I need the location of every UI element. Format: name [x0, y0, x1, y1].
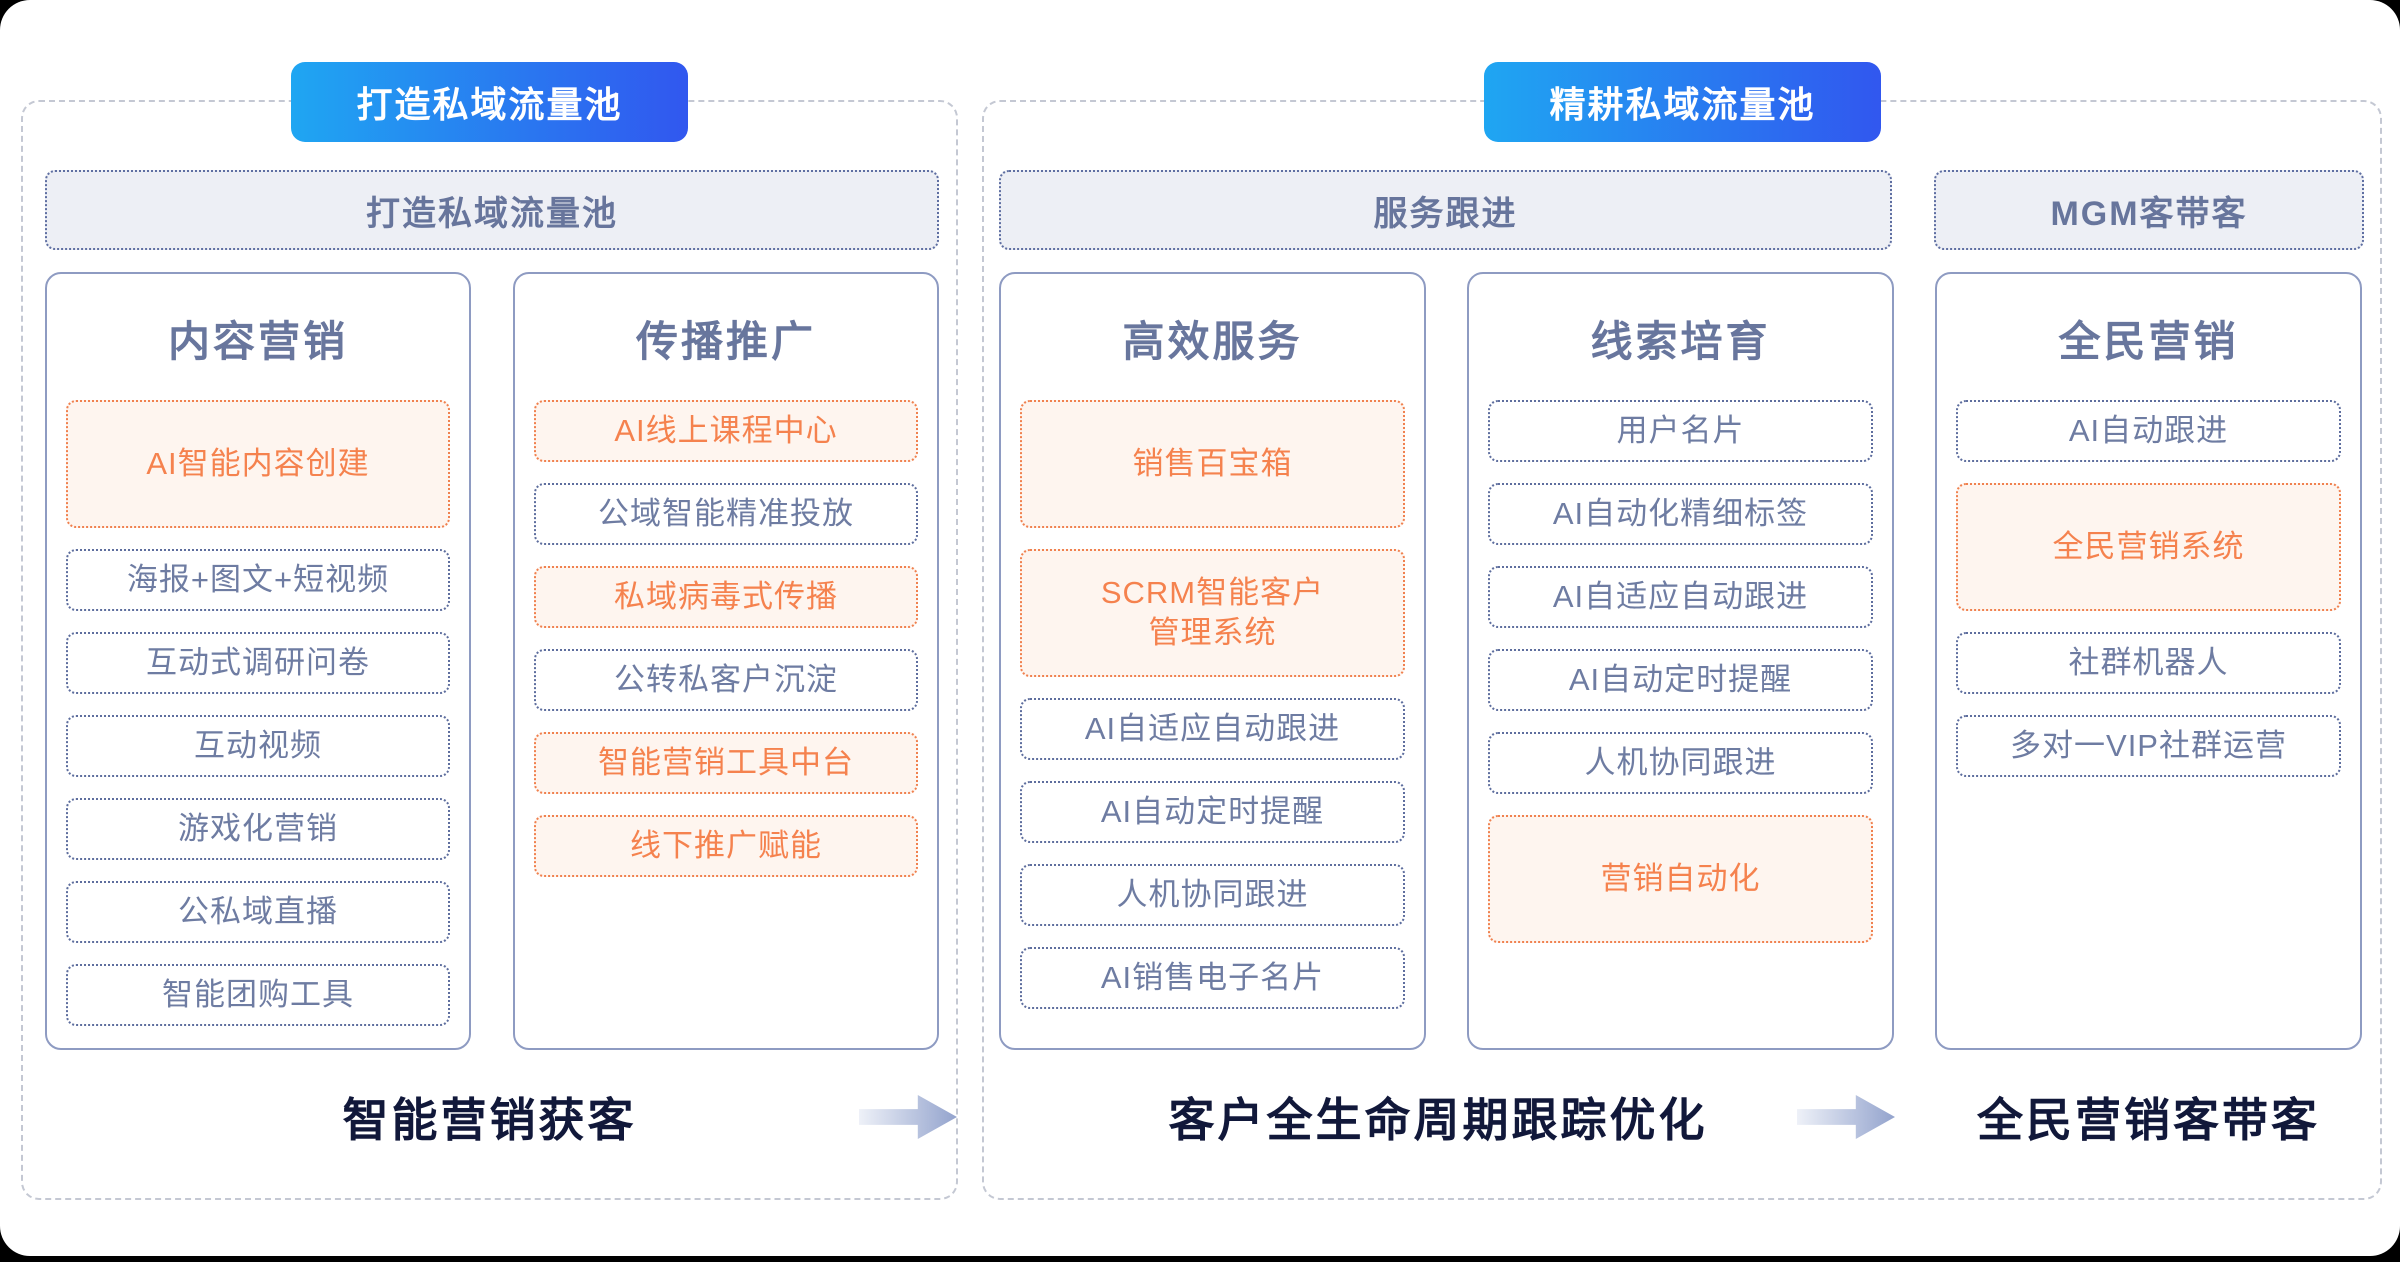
left-badge: 打造私域流量池	[291, 62, 688, 142]
item-list: AI线上课程中心公域智能精准投放私域病毒式传播公转私客户沉淀智能营销工具中台线下…	[534, 400, 918, 877]
column-线索培育: 线索培育用户名片 AI自动化精细标签 AI自适应自动跟进 AI自动定时提醒人机协同跟进…	[1467, 272, 1894, 1050]
column-title: 线索培育	[1590, 318, 1771, 365]
item-SCRM智能客户管理系统: SCRM智能客户管理系统	[1020, 549, 1405, 677]
item-营销自动化: 营销自动化	[1488, 815, 1873, 943]
item-AI自动定时提醒: AI自动定时提醒	[1488, 649, 1873, 711]
item-互动式调研问卷: 互动式调研问卷	[66, 632, 450, 694]
caption-smart-marketing: 智能营销获客	[342, 1094, 637, 1146]
item-AI智能内容创建: AI智能内容创建	[66, 400, 450, 528]
item-智能营销工具中台: 智能营销工具中台	[534, 732, 918, 794]
column-高效服务: 高效服务销售百宝箱 SCRM智能客户管理系统 AI自适应自动跟进 AI自动定时提醒人机…	[999, 272, 1426, 1050]
item-线下推广赋能: 线下推广赋能	[534, 815, 918, 877]
mgm-bar: MGM客带客	[1934, 170, 2364, 250]
item-公私域直播: 公私域直播	[66, 881, 450, 943]
item-私域病毒式传播: 私域病毒式传播	[534, 566, 918, 628]
service-followup-bar: 服务跟进	[999, 170, 1892, 250]
item-海报+图文+短视频: 海报+图文+短视频	[66, 549, 450, 611]
left-header-bar: 打造私域流量池	[45, 170, 939, 250]
item-list: 销售百宝箱 SCRM智能客户管理系统 AI自适应自动跟进 AI自动定时提醒人机协同跟进…	[1020, 400, 1405, 1009]
item-全民营销系统: 全民营销系统	[1956, 483, 2341, 611]
caption-lifecycle-tracking: 客户全生命周期跟踪优化	[1168, 1094, 1708, 1146]
item-list: 用户名片 AI自动化精细标签 AI自适应自动跟进 AI自动定时提醒人机协同跟进营销自动…	[1488, 400, 1873, 943]
item-人机协同跟进: 人机协同跟进	[1488, 732, 1873, 794]
item-AI自适应自动跟进: AI自适应自动跟进	[1488, 566, 1873, 628]
right-panel-cultivate-private-pool: 精耕私域流量池 服务跟进 MGM客带客 高效服务销售百宝箱 SCRM智能客户管理系…	[982, 62, 2382, 1200]
right-badge: 精耕私域流量池	[1484, 62, 1881, 142]
column-传播推广: 传播推广 AI线上课程中心公域智能精准投放私域病毒式传播公转私客户沉淀智能营销工具…	[513, 272, 939, 1050]
column-title: 全民营销	[2058, 318, 2239, 365]
item-AI自动化精细标签: AI自动化精细标签	[1488, 483, 1873, 545]
caption-referral-marketing: 全民营销客带客	[1977, 1094, 2320, 1146]
item-公域智能精准投放: 公域智能精准投放	[534, 483, 918, 545]
left-columns: 内容营销 AI智能内容创建海报+图文+短视频互动式调研问卷互动视频游戏化营销公私域…	[45, 272, 939, 1050]
item-公转私客户沉淀: 公转私客户沉淀	[534, 649, 918, 711]
item-list: AI自动跟进全民营销系统社群机器人多对一VIP社群运营	[1956, 400, 2341, 777]
item-AI销售电子名片: AI销售电子名片	[1020, 947, 1405, 1009]
item-智能团购工具: 智能团购工具	[66, 964, 450, 1026]
left-panel-build-private-pool: 打造私域流量池 打造私域流量池 内容营销 AI智能内容创建海报+图文+短视频互动式…	[21, 62, 958, 1200]
item-AI自动定时提醒: AI自动定时提醒	[1020, 781, 1405, 843]
item-AI自动跟进: AI自动跟进	[1956, 400, 2341, 462]
column-title: 传播推广	[635, 318, 816, 365]
item-游戏化营销: 游戏化营销	[66, 798, 450, 860]
item-AI自适应自动跟进: AI自适应自动跟进	[1020, 698, 1405, 760]
item-AI线上课程中心: AI线上课程中心	[534, 400, 918, 462]
column-title: 内容营销	[167, 318, 348, 365]
column-全民营销: 全民营销 AI自动跟进全民营销系统社群机器人多对一VIP社群运营	[1935, 272, 2362, 1050]
column-内容营销: 内容营销 AI智能内容创建海报+图文+短视频互动式调研问卷互动视频游戏化营销公私域…	[45, 272, 471, 1050]
item-用户名片: 用户名片	[1488, 400, 1873, 462]
item-销售百宝箱: 销售百宝箱	[1020, 400, 1405, 528]
item-人机协同跟进: 人机协同跟进	[1020, 864, 1405, 926]
item-互动视频: 互动视频	[66, 715, 450, 777]
column-title: 高效服务	[1122, 318, 1303, 365]
item-list: AI智能内容创建海报+图文+短视频互动式调研问卷互动视频游戏化营销公私域直播智能…	[66, 400, 450, 1026]
item-多对一VIP社群运营: 多对一VIP社群运营	[1956, 715, 2341, 777]
item-社群机器人: 社群机器人	[1956, 632, 2341, 694]
